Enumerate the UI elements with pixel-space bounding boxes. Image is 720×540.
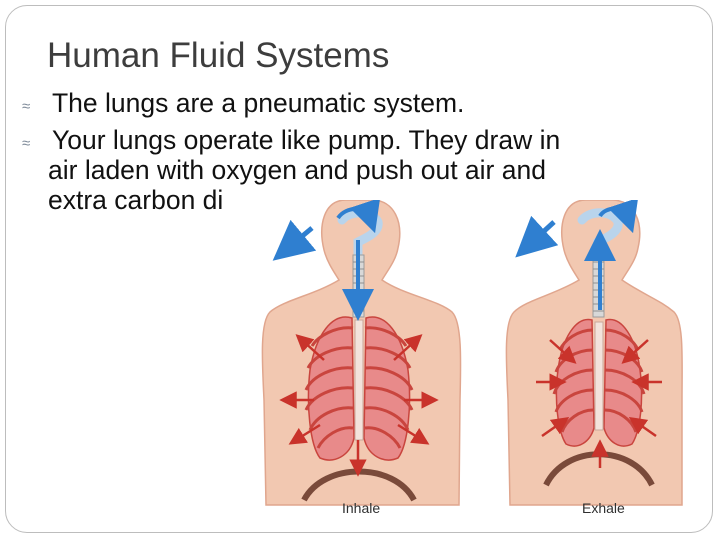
bullet-text: The lungs are a pneumatic system. [52, 88, 465, 118]
exhale-force-arrows [536, 339, 662, 468]
breathing-figure: Inhale Exhale [254, 197, 684, 524]
bullet-item-2: ≈ Your lungs operate like pump. They dra… [20, 125, 710, 215]
bullet-text: Your lungs operate like pump. They draw … [52, 125, 561, 155]
inhale-force-arrows [279, 334, 439, 477]
bullet-text: air laden with oxygen and push out air a… [48, 155, 546, 185]
inhale-air-arrow [336, 197, 381, 234]
bullet-item-1: ≈ The lungs are a pneumatic system. [20, 88, 710, 118]
slide-title: Human Fluid Systems [47, 36, 390, 75]
inhale-label: Inhale [342, 500, 381, 516]
exhale-sternum [594, 321, 604, 431]
exhale-air-arrow [515, 215, 559, 258]
bullet-text: extra carbon di [48, 185, 224, 215]
exhale-panel [505, 197, 683, 506]
inhale-left-lung [307, 316, 355, 461]
exhale-label: Exhale [582, 500, 625, 516]
inhale-sternum [354, 319, 364, 441]
bullet-icon: ≈ [22, 135, 31, 152]
inhale-panel [261, 197, 462, 506]
inhale-right-lung [363, 316, 411, 461]
exhale-air-arrow [598, 197, 639, 234]
lungs-illustration [261, 197, 683, 506]
inhale-air-arrow [272, 219, 317, 261]
bullet-list: ≈ The lungs are a pneumatic system. ≈ Yo… [20, 88, 710, 222]
bullet-icon: ≈ [22, 98, 31, 115]
